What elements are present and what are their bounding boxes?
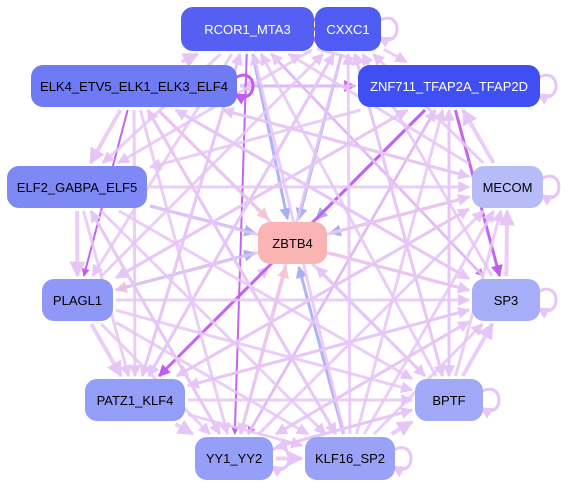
- edge-cxxc1-to-patz1: [147, 53, 335, 378]
- edge-mecom-to-znf711: [461, 108, 496, 165]
- node-bptf[interactable]: BPTF: [415, 379, 483, 421]
- edge-bptf-to-sp3: [460, 322, 495, 377]
- edge-plagl1-to-cxxc1: [100, 52, 325, 278]
- node-label: CXXC1: [326, 21, 370, 37]
- edge-sp3-to-patz1: [186, 308, 470, 389]
- edge-patz1-to-yy1: [174, 419, 194, 436]
- self-loop-sp3: [536, 287, 558, 319]
- self-loop-yy1: [269, 446, 291, 478]
- edge-mecom-to-rcor1: [287, 52, 470, 165]
- edge-sp3-to-yy1: [274, 320, 470, 436]
- node-plagl1[interactable]: PLAGL1: [42, 279, 113, 321]
- edge-elf2-to-klf16: [100, 209, 327, 436]
- node-patz1-klf4[interactable]: PATZ1_KLF4: [85, 379, 185, 421]
- edge-klf16-to-cxxc1: [342, 52, 355, 435]
- edge-yy1-to-mecom: [257, 209, 485, 436]
- node-sp3[interactable]: SP3: [472, 279, 540, 321]
- node-label: KLF16_SP2: [314, 451, 386, 466]
- node-zbtb4[interactable]: ZBTB4: [258, 222, 327, 264]
- node-elf2-gabpa-elf5[interactable]: ELF2_GABPA_ELF5: [7, 166, 147, 208]
- edge-elf2-to-bptf: [118, 209, 414, 381]
- self-loop-cxxc1: [377, 16, 399, 48]
- self-loop-znf711: [536, 73, 558, 105]
- node-yy1-yy2[interactable]: YY1_YY2: [195, 437, 273, 480]
- edge-plagl1-to-patz1: [89, 323, 123, 378]
- self-loop-mecom: [539, 174, 561, 206]
- edge-bptf-to-rcor1: [259, 52, 438, 377]
- edge-klf16-to-bptf: [390, 420, 414, 437]
- node-label: BPTF: [432, 392, 466, 408]
- node-label: ELF2_GABPA_ELF5: [16, 179, 138, 195]
- node-label: ZNF711_TFAP2A_TFAP2D: [370, 78, 528, 94]
- node-znf711-tfap2a-tfap2d[interactable]: ZNF711_TFAP2A_TFAP2D: [358, 65, 540, 107]
- node-label: MECOM: [482, 179, 533, 195]
- edge-cxxc1-to-znf711: [383, 48, 408, 64]
- edge-rcor1-to-yy1: [230, 53, 248, 435]
- edge-sp3-to-mecom: [498, 209, 515, 277]
- node-klf16-sp2[interactable]: KLF16_SP2: [305, 437, 395, 480]
- node-mecom[interactable]: MECOM: [472, 166, 543, 208]
- node-label: ZBTB4: [272, 235, 313, 251]
- node-label: RCOR1_MTA3: [204, 21, 291, 37]
- edge-klf16-to-elk4: [146, 108, 338, 435]
- edge-znf711-to-elf2: [148, 108, 361, 171]
- self-loop-bptf: [479, 387, 501, 419]
- node-label: YY1_YY2: [205, 451, 263, 466]
- edge-plagl1-to-bptf: [115, 308, 414, 394]
- edge-znf711-to-plagl1: [114, 108, 409, 280]
- edge-yy1-to-znf711: [246, 108, 437, 435]
- edge-bptf-to-yy1: [274, 408, 413, 451]
- node-cxxc1[interactable]: CXXC1: [315, 7, 381, 51]
- node-label: PLAGL1: [52, 292, 103, 308]
- edge-yy1-to-elf2: [89, 209, 222, 435]
- node-elk4-etv5-elk1-elk3-elf4[interactable]: ELK4_ETV5_ELK1_ELK3_ELF4: [31, 65, 237, 107]
- node-rcor1-mta3[interactable]: RCOR1_MTA3: [181, 7, 314, 51]
- edge-elk4-to-elf2: [88, 109, 123, 165]
- edge-rcor1-to-patz1: [139, 53, 242, 378]
- node-label: ELK4_ETV5_ELK1_ELK3_ELF4: [40, 78, 228, 94]
- self-loop-elk4: [233, 73, 255, 105]
- edge-elk4-to-rcor1: [180, 52, 200, 68]
- edge-mecom-to-elk4: [221, 107, 470, 179]
- edge-mecom-to-patz1: [175, 207, 470, 378]
- node-label: PATZ1_KLF4: [96, 392, 174, 408]
- self-loop-klf16: [391, 446, 413, 478]
- node-label: SP3: [493, 292, 519, 308]
- edge-sp3-to-elk4: [174, 108, 470, 281]
